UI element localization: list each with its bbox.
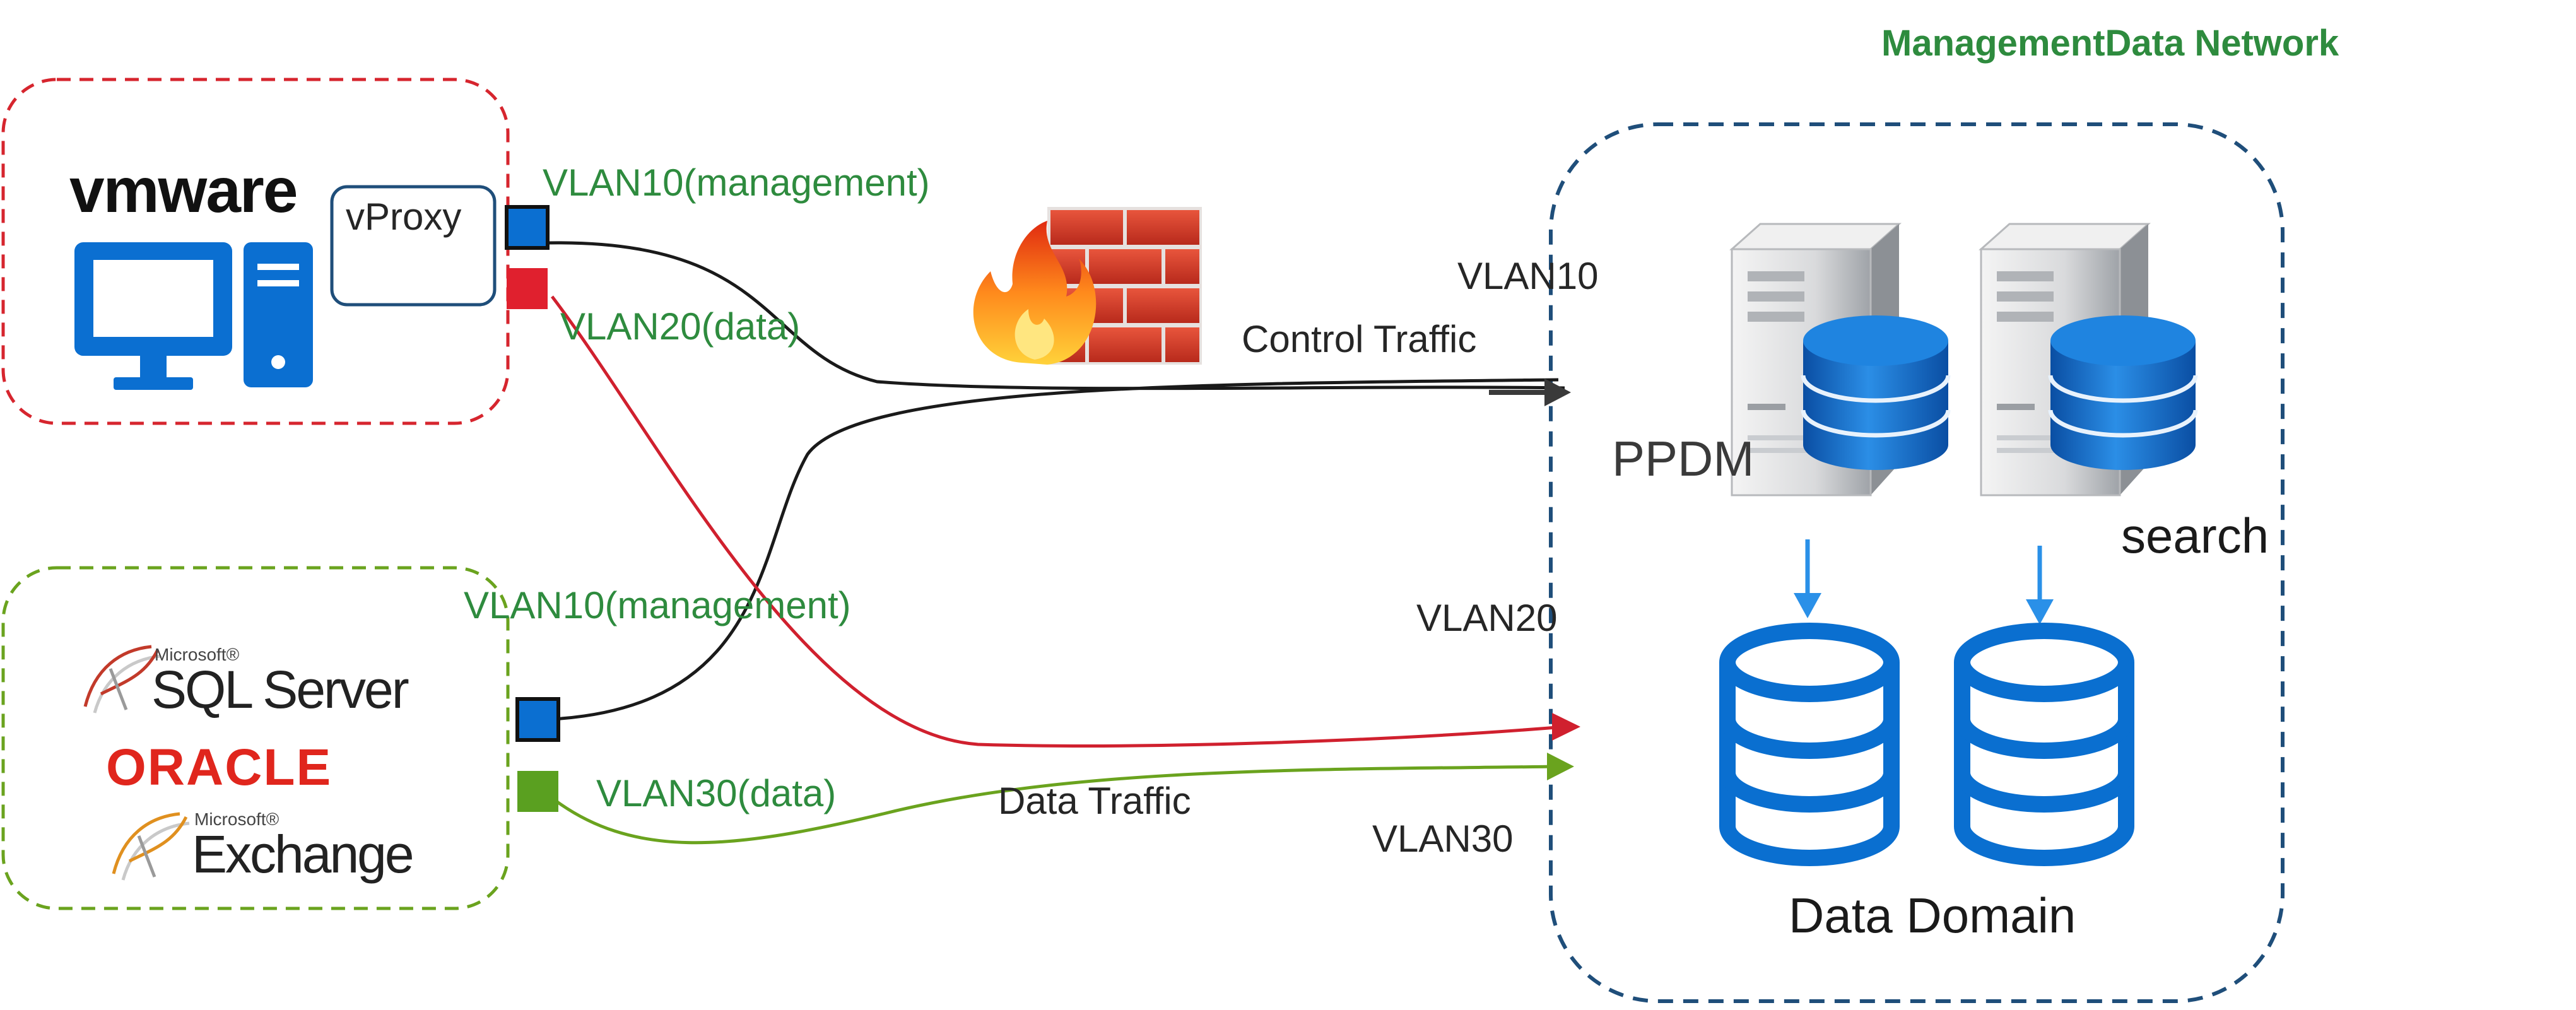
control-traffic-label: Control Traffic (1242, 318, 1477, 360)
exchange-brand: Microsoft® (194, 809, 279, 829)
apps-mgmt-port (515, 697, 560, 742)
vlan20-label: VLAN20 (1416, 597, 1558, 639)
sql-server-brand: Microsoft® (155, 645, 240, 664)
search-label: search (2121, 508, 2269, 563)
firewall-icon (973, 207, 1202, 365)
oracle-logo: ORACLE (106, 739, 332, 796)
data-domain-label: Data Domain (1789, 888, 2076, 943)
vmware-host-group (1, 78, 510, 425)
management-data-network-group (1549, 122, 2285, 1003)
vmware-mgmt-port (505, 205, 550, 250)
ppdm-label: PPDM (1612, 431, 1755, 486)
search-database-icon (2048, 315, 2198, 470)
apps-data-port-label: VLAN30(data) (596, 772, 837, 814)
apps-mgmt-port-label: VLAN10(management) (464, 584, 851, 626)
data-domain-database-icon-2 (1954, 623, 2134, 866)
vlan30-data-line (551, 765, 1559, 845)
vmware-data-port (507, 268, 548, 309)
search-down-arrow-icon (2026, 546, 2054, 625)
vmware-mgmt-port-label: VLAN10(management) (543, 161, 930, 204)
sql-server-logo-icon (83, 645, 162, 713)
vlan30-label: VLAN30 (1372, 818, 1514, 860)
vproxy-label: vProxy (346, 196, 462, 238)
ppdm-down-arrow-icon (1794, 539, 1821, 618)
sql-server-name: SQL Server (151, 660, 409, 719)
vmware-data-port-label: VLAN20(data) (560, 305, 801, 348)
desktop-computer-icon (74, 242, 313, 390)
vlan10-vmware-control-line (548, 241, 1565, 390)
vproxy-box (330, 185, 497, 307)
vlan30-arrowhead (1547, 753, 1574, 780)
ppdm-database-icon (1801, 315, 1951, 470)
network-title: ManagementData Network (1881, 23, 2339, 64)
data-domain-database-icon-1 (1719, 623, 1900, 866)
vlan10-label: VLAN10 (1457, 255, 1599, 297)
applications-host-group (1, 566, 510, 910)
vmware-logo: vmware (69, 155, 298, 226)
vlan20-arrowhead (1552, 713, 1580, 741)
vlan10-arrowhead (1544, 379, 1571, 406)
exchange-logo-icon (112, 812, 190, 881)
vlan20-data-line (551, 295, 1565, 748)
exchange-name: Exchange (192, 825, 415, 884)
vlan10-apps-control-line (551, 378, 1559, 721)
data-traffic-label: Data Traffic (998, 780, 1191, 822)
apps-data-port (517, 771, 558, 812)
